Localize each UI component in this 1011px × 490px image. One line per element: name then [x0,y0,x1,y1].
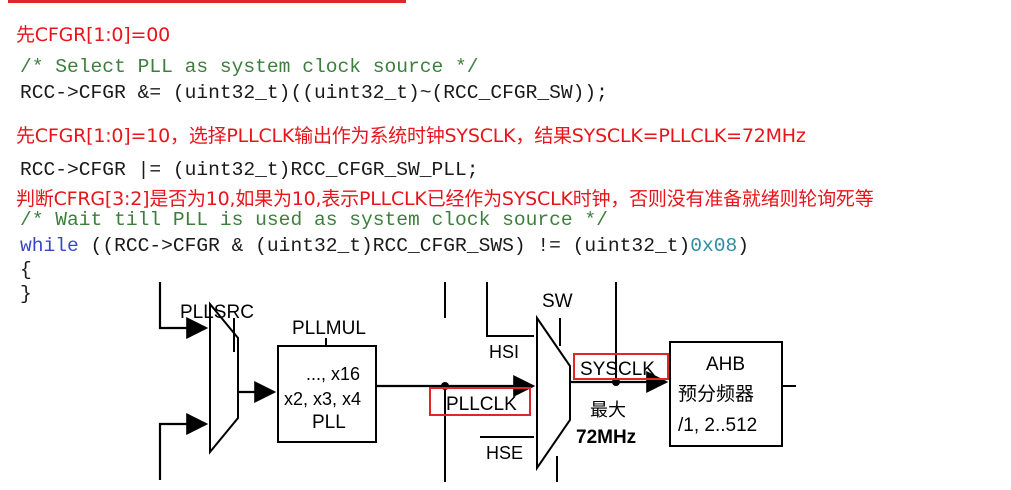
keyword-while: while [20,235,79,257]
max-label: 最大 [590,400,626,420]
ahb-title: AHB [706,354,745,375]
pll-mul-line3: PLL [312,412,346,433]
pllsrc-input-top-wire [158,282,209,339]
pllclk-highlight-box [429,387,531,416]
ahb-divider-range: /1, 2..512 [678,415,757,436]
sw-mux [536,314,571,472]
note-cfgr-00: 先CFGR[1:0]=00 [16,24,171,46]
code-set-sw-pll: RCC->CFGR |= (uint32_t)RCC_CFGR_SW_PLL; [20,159,479,181]
hse-label: HSE [486,443,523,463]
note-check-sws: 判断CFRG[3:2]是否为10,如果为10,表示PLLCLK已经作为SYSCL… [16,188,874,210]
pllsrc-mux [209,301,239,455]
hsi-wire [486,282,534,337]
sysclk-highlight-box [573,353,669,380]
value-0x08: 0x08 [690,235,738,257]
sysclk-label: SYSCLK [580,359,655,380]
pllsrc-label: PLLSRC [180,302,254,323]
pll-mul-line1: ..., x16 [306,364,360,384]
while-condition: ((RCC->CFGR & (uint32_t)RCC_CFGR_SWS) !=… [78,235,691,257]
pll-mul-line2: x2, x3, x4 [284,389,361,409]
pllsrc-input-bottom-wire [158,413,209,480]
while-close-paren: ) [737,235,750,257]
sw-label: SW [542,291,573,312]
code-while-loop: while ((RCC->CFGR & (uint32_t)RCC_CFGR_S… [20,235,749,257]
pllclk-label: PLLCLK [446,394,517,415]
hsi-label: HSI [489,342,519,362]
code-clear-sw: RCC->CFGR &= (uint32_t)((uint32_t)~(RCC_… [20,82,608,104]
pllmul-label: PLLMUL [292,318,366,339]
ahb-prescaler-label: 预分频器 [678,383,754,405]
max-freq-label: 72MHz [576,427,636,448]
top-red-underline [8,0,406,3]
code-open-brace: { [20,259,32,281]
code-comment-select-pll: /* Select PLL as system clock source */ [20,56,479,78]
note-cfgr-10: 先CFGR[1:0]=10，选择PLLCLK输出作为系统时钟SYSCLK，结果S… [16,125,806,147]
code-close-brace: } [20,283,32,305]
ahb-prescaler-box [669,341,783,447]
pll-box [277,345,377,443]
code-comment-wait-pll: /* Wait till PLL is used as system clock… [20,209,608,231]
